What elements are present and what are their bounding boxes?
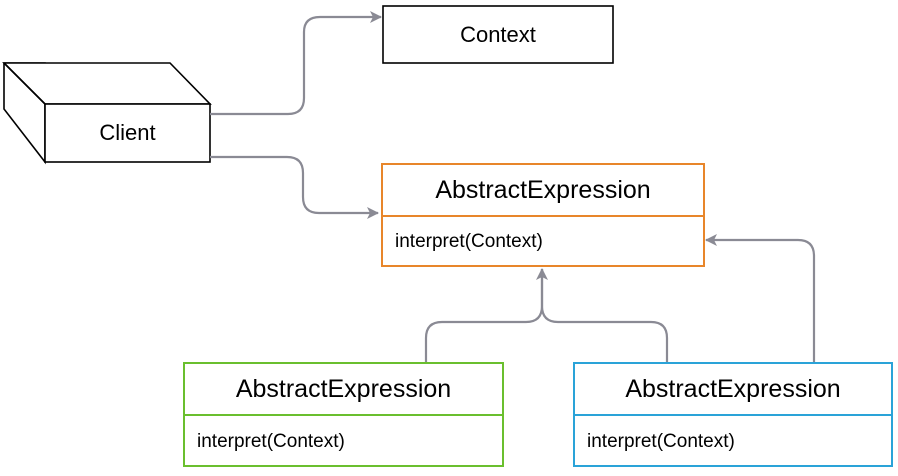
- context-label: Context: [460, 21, 536, 47]
- right-expr-inheritance-arrow: [540, 269, 669, 362]
- class-method: interpret(Context): [587, 430, 735, 452]
- class-method: interpret(Context): [395, 231, 543, 252]
- context-node-shape: [382, 5, 614, 64]
- abstract-expression-class: AbstractExpression interpret(Context): [381, 163, 705, 267]
- client-label: Client: [99, 120, 156, 145]
- class-name: AbstractExpression: [185, 364, 502, 416]
- client-node-shape: [2, 62, 212, 165]
- left-expression-class: AbstractExpression interpret(Context): [183, 362, 504, 467]
- right-expression-class: AbstractExpression interpret(Context): [573, 362, 893, 467]
- class-method: interpret(Context): [197, 430, 345, 452]
- client-to-context-arrow: [210, 11, 382, 116]
- class-name: AbstractExpression: [383, 165, 703, 217]
- right-expr-to-abstract-arrow: [705, 234, 816, 362]
- client-to-abstract-arrow: [210, 155, 379, 219]
- class-name: AbstractExpression: [575, 364, 891, 416]
- left-expr-inheritance-arrow: [424, 268, 548, 362]
